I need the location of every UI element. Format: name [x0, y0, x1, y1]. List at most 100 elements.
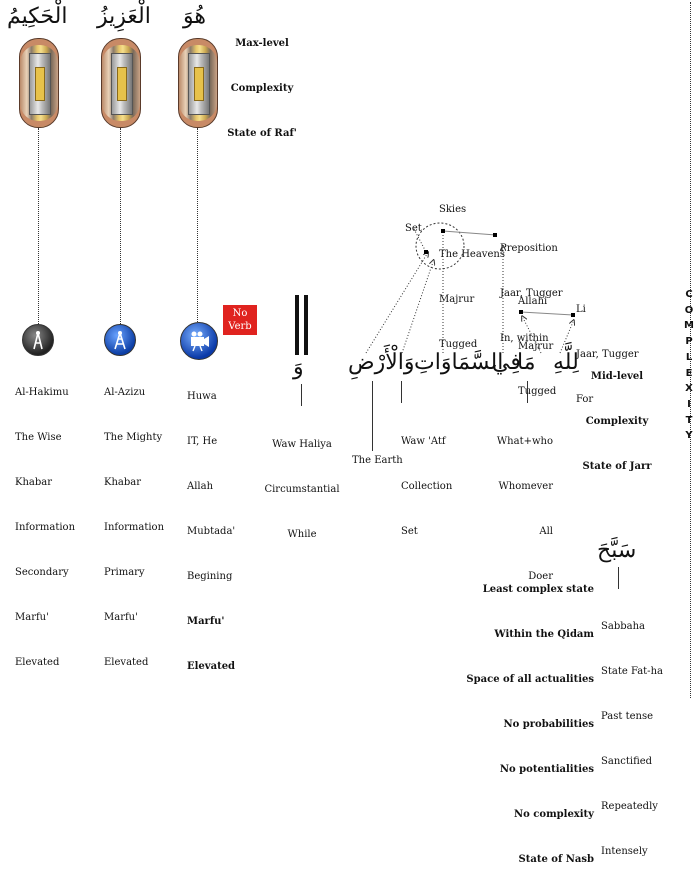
sabbaha-line-2: State Fat-ha	[601, 666, 663, 677]
li-node	[571, 313, 575, 317]
waw-atf-label: Waw 'Atf Collection Set	[401, 404, 452, 554]
ma-line	[527, 381, 528, 403]
max-level-line-3: State of Raf'	[227, 128, 297, 139]
sabbaha-line	[618, 567, 619, 589]
hakim-line: Elevated	[15, 657, 60, 668]
waw-haliya-line-3: While	[287, 529, 317, 540]
li-line-2: Jaar, Tugger	[576, 349, 639, 360]
least-line-2: Within the Qidam	[494, 629, 594, 640]
earth-label: The Earth	[352, 455, 403, 466]
skies-line-2: The Heavens	[439, 249, 505, 260]
waw-haliya-line	[301, 384, 302, 406]
ma-line-2: Whomever	[498, 481, 554, 492]
hakim-line: Secondary	[15, 567, 69, 578]
skies-line-4: Tugged	[439, 339, 478, 350]
aziz-label: Al-Azizu The Mighty Khabar Information P…	[104, 355, 164, 685]
ma-label: What+who Whomever All Doer	[495, 404, 553, 599]
complexity-axis	[690, 2, 691, 698]
mid-level-line-2: Complexity	[585, 416, 649, 427]
allahi-line-1: Allahi	[518, 296, 548, 307]
least-line-1: Least complex state	[482, 584, 594, 595]
huwa-line: Marfu'	[187, 616, 225, 627]
preposition-line-2: Jaar, Tugger	[500, 288, 563, 299]
elevator-image-huwa	[178, 38, 218, 128]
ard-arrow	[365, 254, 427, 354]
preposition-line-1: Preposition	[500, 243, 558, 254]
elevator-image-aziz	[101, 38, 141, 128]
divider-bar-left	[295, 295, 299, 355]
max-level-title: Max-level Complexity State of Raf'	[222, 6, 302, 156]
huwa-line: Huwa	[187, 391, 217, 402]
aziz-line: Elevated	[104, 657, 149, 668]
huwa-line: Elevated	[187, 661, 236, 672]
lillah-arabic: لِلَّهِ	[553, 350, 579, 375]
set-label: Set	[405, 223, 422, 234]
elevator-image-hakim	[19, 38, 59, 128]
waw-arrow	[401, 262, 433, 354]
preposition-label: Preposition Jaar, Tugger In, within	[500, 211, 563, 361]
aziz-line: Primary	[104, 567, 145, 578]
allahi-node	[519, 310, 523, 314]
least-line-3: Space of all actualities	[466, 674, 594, 685]
least-line-4: No probabilities	[503, 719, 595, 730]
huwa-line: IT, He	[187, 436, 218, 447]
complexity-letter: I	[687, 398, 691, 410]
hakim-line: Marfu'	[15, 612, 49, 623]
aziz-line: Khabar	[104, 477, 142, 488]
fi-arabic: فِي	[492, 350, 521, 375]
no-verb-badge: No Verb	[223, 305, 257, 335]
mid-level-line-1: Mid-level	[590, 371, 644, 382]
waw-atf-line-2: Collection	[401, 481, 453, 492]
least-line-7: State of Nasb	[518, 854, 594, 865]
complexity-letter: O	[684, 304, 694, 316]
complexity-letter: C	[685, 289, 693, 300]
preposition-node	[493, 233, 497, 237]
preposition-line-3: In, within	[500, 333, 549, 344]
set-circle	[415, 222, 465, 270]
huwa-line: Allah	[187, 481, 214, 492]
sabbaha-line-6: Intensely	[601, 846, 648, 857]
huwa-line: Mubtada'	[187, 526, 236, 537]
skies-line-3: Majrur	[439, 294, 475, 305]
ma-line-3: All	[539, 526, 553, 537]
hakim-line: Information	[15, 522, 76, 533]
sabbaha-line-1: Sabbaha	[601, 621, 645, 632]
complexity-letter: M	[684, 320, 694, 332]
skies-node	[441, 229, 445, 233]
allahi-line-3: Tugged	[518, 386, 557, 397]
complexity-letter: P	[685, 336, 693, 348]
li-line-1: Li	[576, 304, 586, 315]
hakim-line: The Wise	[15, 432, 62, 443]
ma-line-1: What+who	[496, 436, 553, 447]
allahi-to-li-line	[520, 311, 574, 316]
complexity-letter: Y	[685, 430, 693, 442]
lillah-arrow	[559, 322, 573, 354]
sabbaha-arabic: سَبَّحَ	[597, 538, 637, 563]
waw-atf-line	[401, 381, 402, 403]
aziz-line: Information	[104, 522, 165, 533]
hakim-arabic: الْحَكِيمُ	[7, 4, 68, 29]
tower-icon	[104, 324, 136, 356]
huwa-line: Begining	[187, 571, 233, 582]
aziz-line: Al-Azizu	[104, 387, 146, 398]
complexity-sidebar: C O M P L E X I T Y	[683, 287, 695, 444]
waw-haliya-label: Waw Haliya Circumstantial While	[258, 407, 346, 557]
camera-icon	[180, 322, 218, 360]
earth-line	[372, 381, 373, 451]
hakim-label: Al-Hakimu The Wise Khabar Information Se…	[15, 355, 75, 685]
hakim-line: Khabar	[15, 477, 53, 488]
skies-to-prep-line	[442, 230, 497, 236]
least-line-5: No potentialities	[499, 764, 594, 775]
ma-arrow	[523, 318, 542, 354]
allahi-label: Allahi Majrur Tugged	[518, 264, 556, 414]
set-node	[424, 250, 428, 254]
samawat-arabic: السَّمَاوَاتِ	[414, 350, 504, 375]
connector-hakim	[38, 128, 39, 324]
aziz-line: The Mighty	[104, 432, 163, 443]
complexity-letter: T	[685, 414, 693, 426]
aziz-arabic: الْعَزِيزُ	[97, 4, 151, 29]
sabbaha-label: Sabbaha State Fat-ha Past tense Sanctifi…	[601, 589, 663, 874]
huwa-arabic: هُوَ	[183, 4, 206, 29]
allahi-line-2: Majrur	[518, 341, 554, 352]
tree-connectors	[365, 222, 700, 354]
